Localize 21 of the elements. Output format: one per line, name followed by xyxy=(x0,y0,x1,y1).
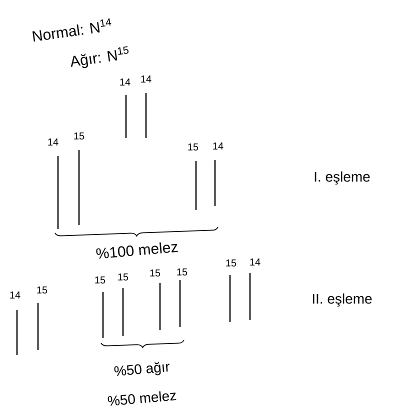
isotope-number: 14 xyxy=(48,138,58,146)
isotope-number: 14 xyxy=(250,258,260,266)
isotope-number: 14 xyxy=(10,292,20,298)
isotope-number: 15 xyxy=(95,276,106,284)
replication-label: I. eşleme xyxy=(314,171,370,185)
isotope-number: 14 xyxy=(141,76,152,82)
isotope-number: 14 xyxy=(213,142,224,150)
isotope-number: 15 xyxy=(188,144,198,150)
annotation-text: %50 ağır xyxy=(114,362,170,376)
isotope-number: 15 xyxy=(226,260,236,266)
isotope-number: 14 xyxy=(120,78,130,86)
isotope-number: 15 xyxy=(150,270,160,276)
annotation-text: %100 melez xyxy=(96,242,178,259)
isotope-number: 15 xyxy=(118,274,128,280)
isotope-number: 15 xyxy=(74,132,84,140)
isotope-number: 15 xyxy=(177,268,188,276)
annotation-text: Ağır: N$^{15}$ xyxy=(70,46,129,68)
isotope-number: 15 xyxy=(37,286,48,294)
replication-label: II. eşleme xyxy=(312,293,372,307)
annotation-text: Normal: N$^{14}$ xyxy=(32,18,112,42)
annotation-text: %50 melez xyxy=(108,391,176,406)
